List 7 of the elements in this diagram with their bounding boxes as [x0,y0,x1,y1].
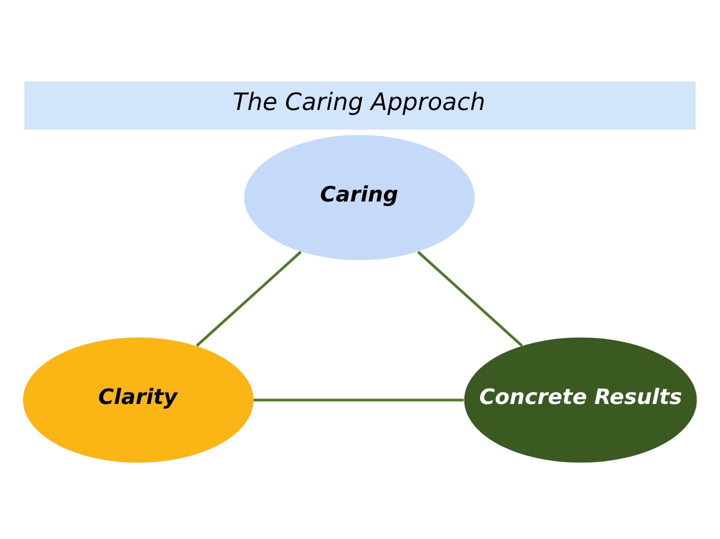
connector [417,250,523,347]
diagram-title: The Caring Approach [232,88,486,116]
node-ellipse: Caring [244,134,475,260]
connector [196,250,302,347]
node-ellipse: Concrete Results [464,337,697,463]
node-ellipse: Clarity [23,337,254,463]
connector [254,398,464,402]
